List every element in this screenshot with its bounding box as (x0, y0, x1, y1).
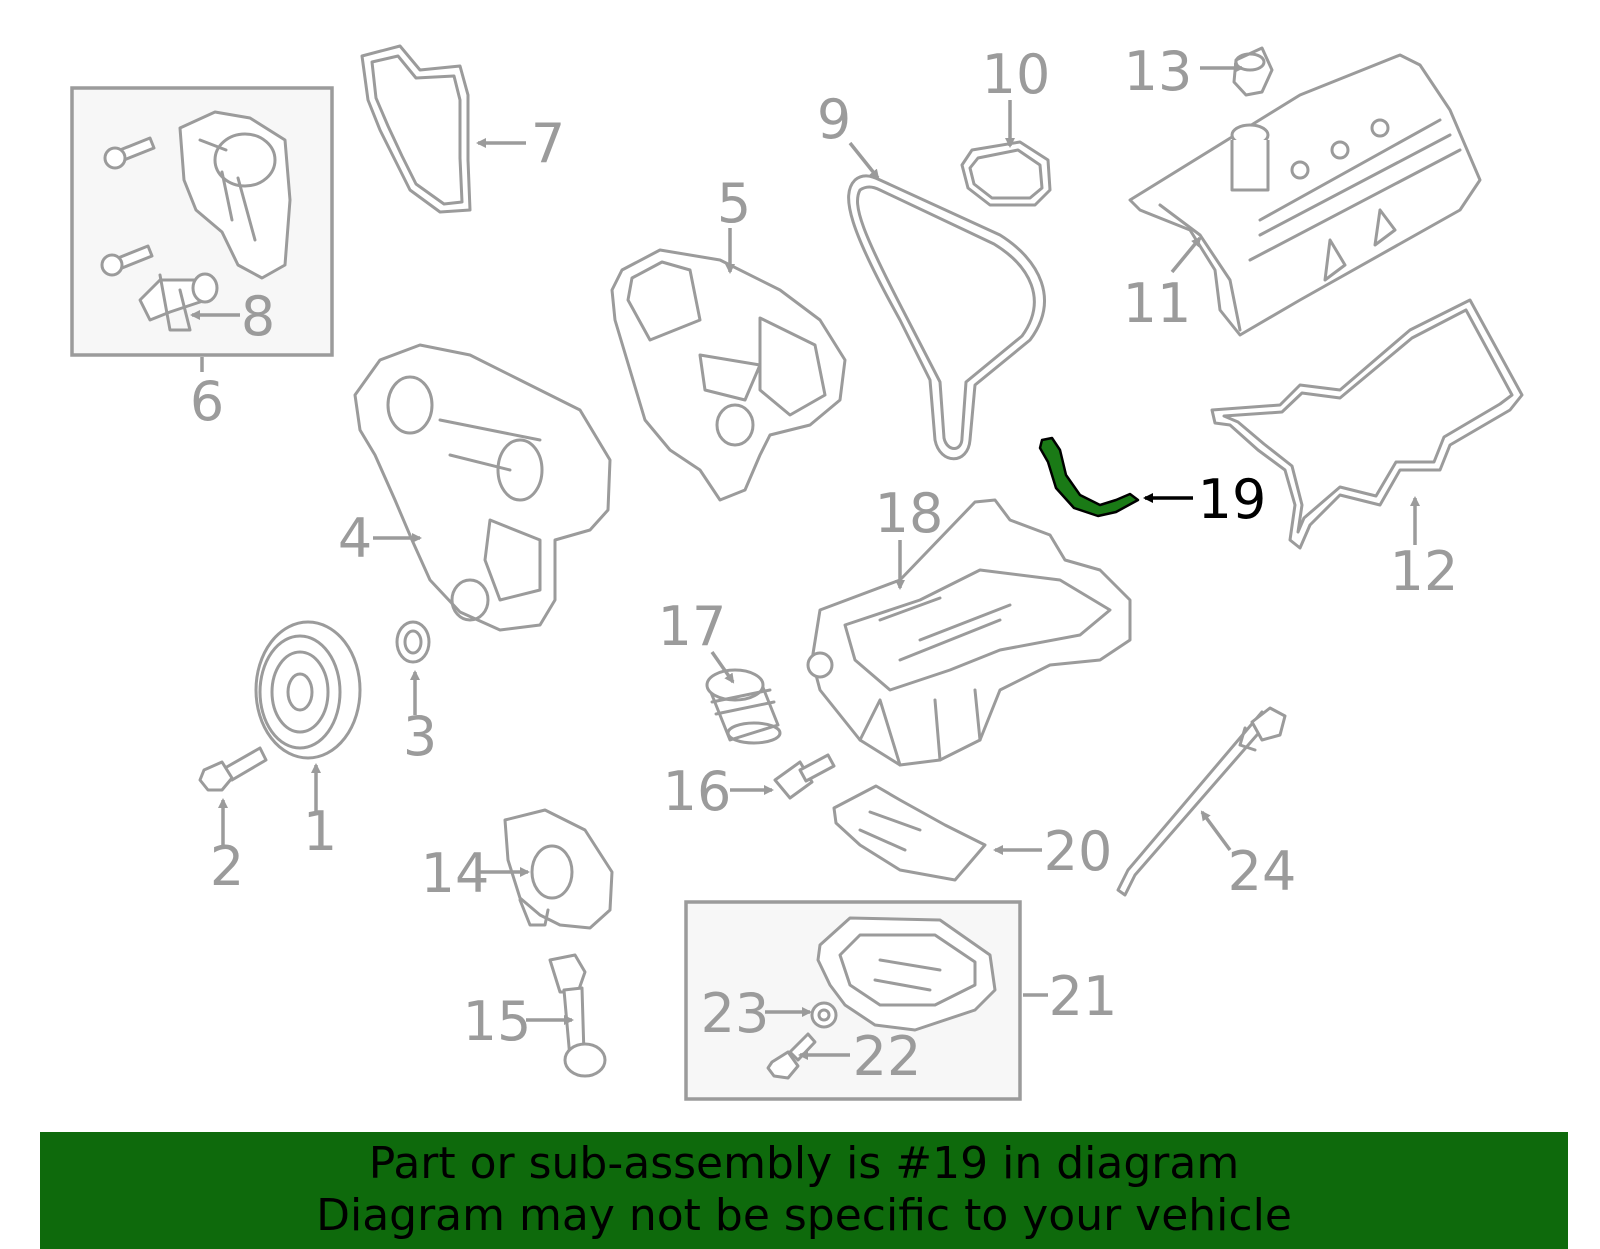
callout-18: 18 (875, 482, 944, 545)
callout-15: 15 (463, 990, 532, 1053)
oil-strainer (548, 953, 607, 1078)
callout-3: 3 (403, 705, 437, 768)
callout-10: 10 (982, 43, 1051, 106)
callout-5: 5 (717, 172, 751, 235)
callout-7: 7 (531, 112, 565, 175)
callout-23: 23 (701, 982, 770, 1045)
water-pump (178, 110, 292, 280)
callout-13: 13 (1124, 40, 1193, 103)
valve-cover (1128, 53, 1482, 337)
callout-6: 6 (190, 370, 224, 433)
drain-plug (766, 1032, 817, 1080)
leader-lines (190, 63, 1420, 1060)
callout-16: 16 (663, 760, 732, 823)
banner-line-2: Diagram may not be specific to your vehi… (316, 1190, 1292, 1241)
crankshaft-seal (395, 620, 431, 664)
oil-pan-baffle (832, 784, 987, 882)
oil-filler-cap (1232, 46, 1274, 97)
valve-cover-gasket (1210, 298, 1524, 550)
water-inlet-pipe (138, 272, 219, 332)
callout-11: 11 (1123, 272, 1192, 335)
callout-2: 2 (210, 835, 244, 898)
pump-bolt-upper (103, 136, 156, 170)
water-pump-assembly-box (70, 86, 334, 357)
outer-timing-cover (610, 248, 847, 502)
callout-8: 8 (241, 285, 275, 348)
callout-20: 20 (1044, 820, 1113, 883)
callout-24: 24 (1228, 840, 1297, 903)
inner-timing-cover (353, 343, 612, 632)
callout-9: 9 (817, 88, 851, 151)
callout-22: 22 (853, 1025, 922, 1088)
callout-1: 1 (303, 800, 337, 863)
pump-bolt-lower (100, 244, 154, 277)
drain-plug-washer (810, 1001, 838, 1029)
callout-21: 21 (1049, 965, 1118, 1028)
lower-oil-pan (816, 916, 997, 1032)
part-19-highlighted (1038, 436, 1140, 518)
timing-chain (847, 174, 1046, 461)
timing-cover-gasket (360, 44, 472, 214)
oil-filter (705, 668, 782, 745)
callout-19: 19 (1198, 468, 1267, 531)
part-notice-banner: Part or sub-assembly is #19 in diagram D… (40, 1132, 1568, 1249)
oil-pump (503, 808, 614, 930)
upper-oil-pan (806, 498, 1132, 767)
callout-4: 4 (338, 507, 372, 570)
lower-oil-pan-box (684, 900, 1022, 1101)
oil-dipstick (1116, 706, 1287, 897)
crank-pulley-bolt (198, 746, 268, 792)
crankshaft-pulley (254, 620, 362, 760)
banner-line-1: Part or sub-assembly is #19 in diagram (368, 1138, 1240, 1189)
oil-pressure-sensor (773, 753, 836, 800)
callout-14: 14 (421, 842, 490, 905)
callout-12: 12 (1390, 540, 1459, 603)
callout-17: 17 (658, 595, 727, 658)
cam-sprocket-seal (960, 140, 1052, 207)
callout-labels: 1 2 3 4 5 6 7 8 9 10 11 12 13 14 15 16 1… (190, 40, 1459, 1088)
